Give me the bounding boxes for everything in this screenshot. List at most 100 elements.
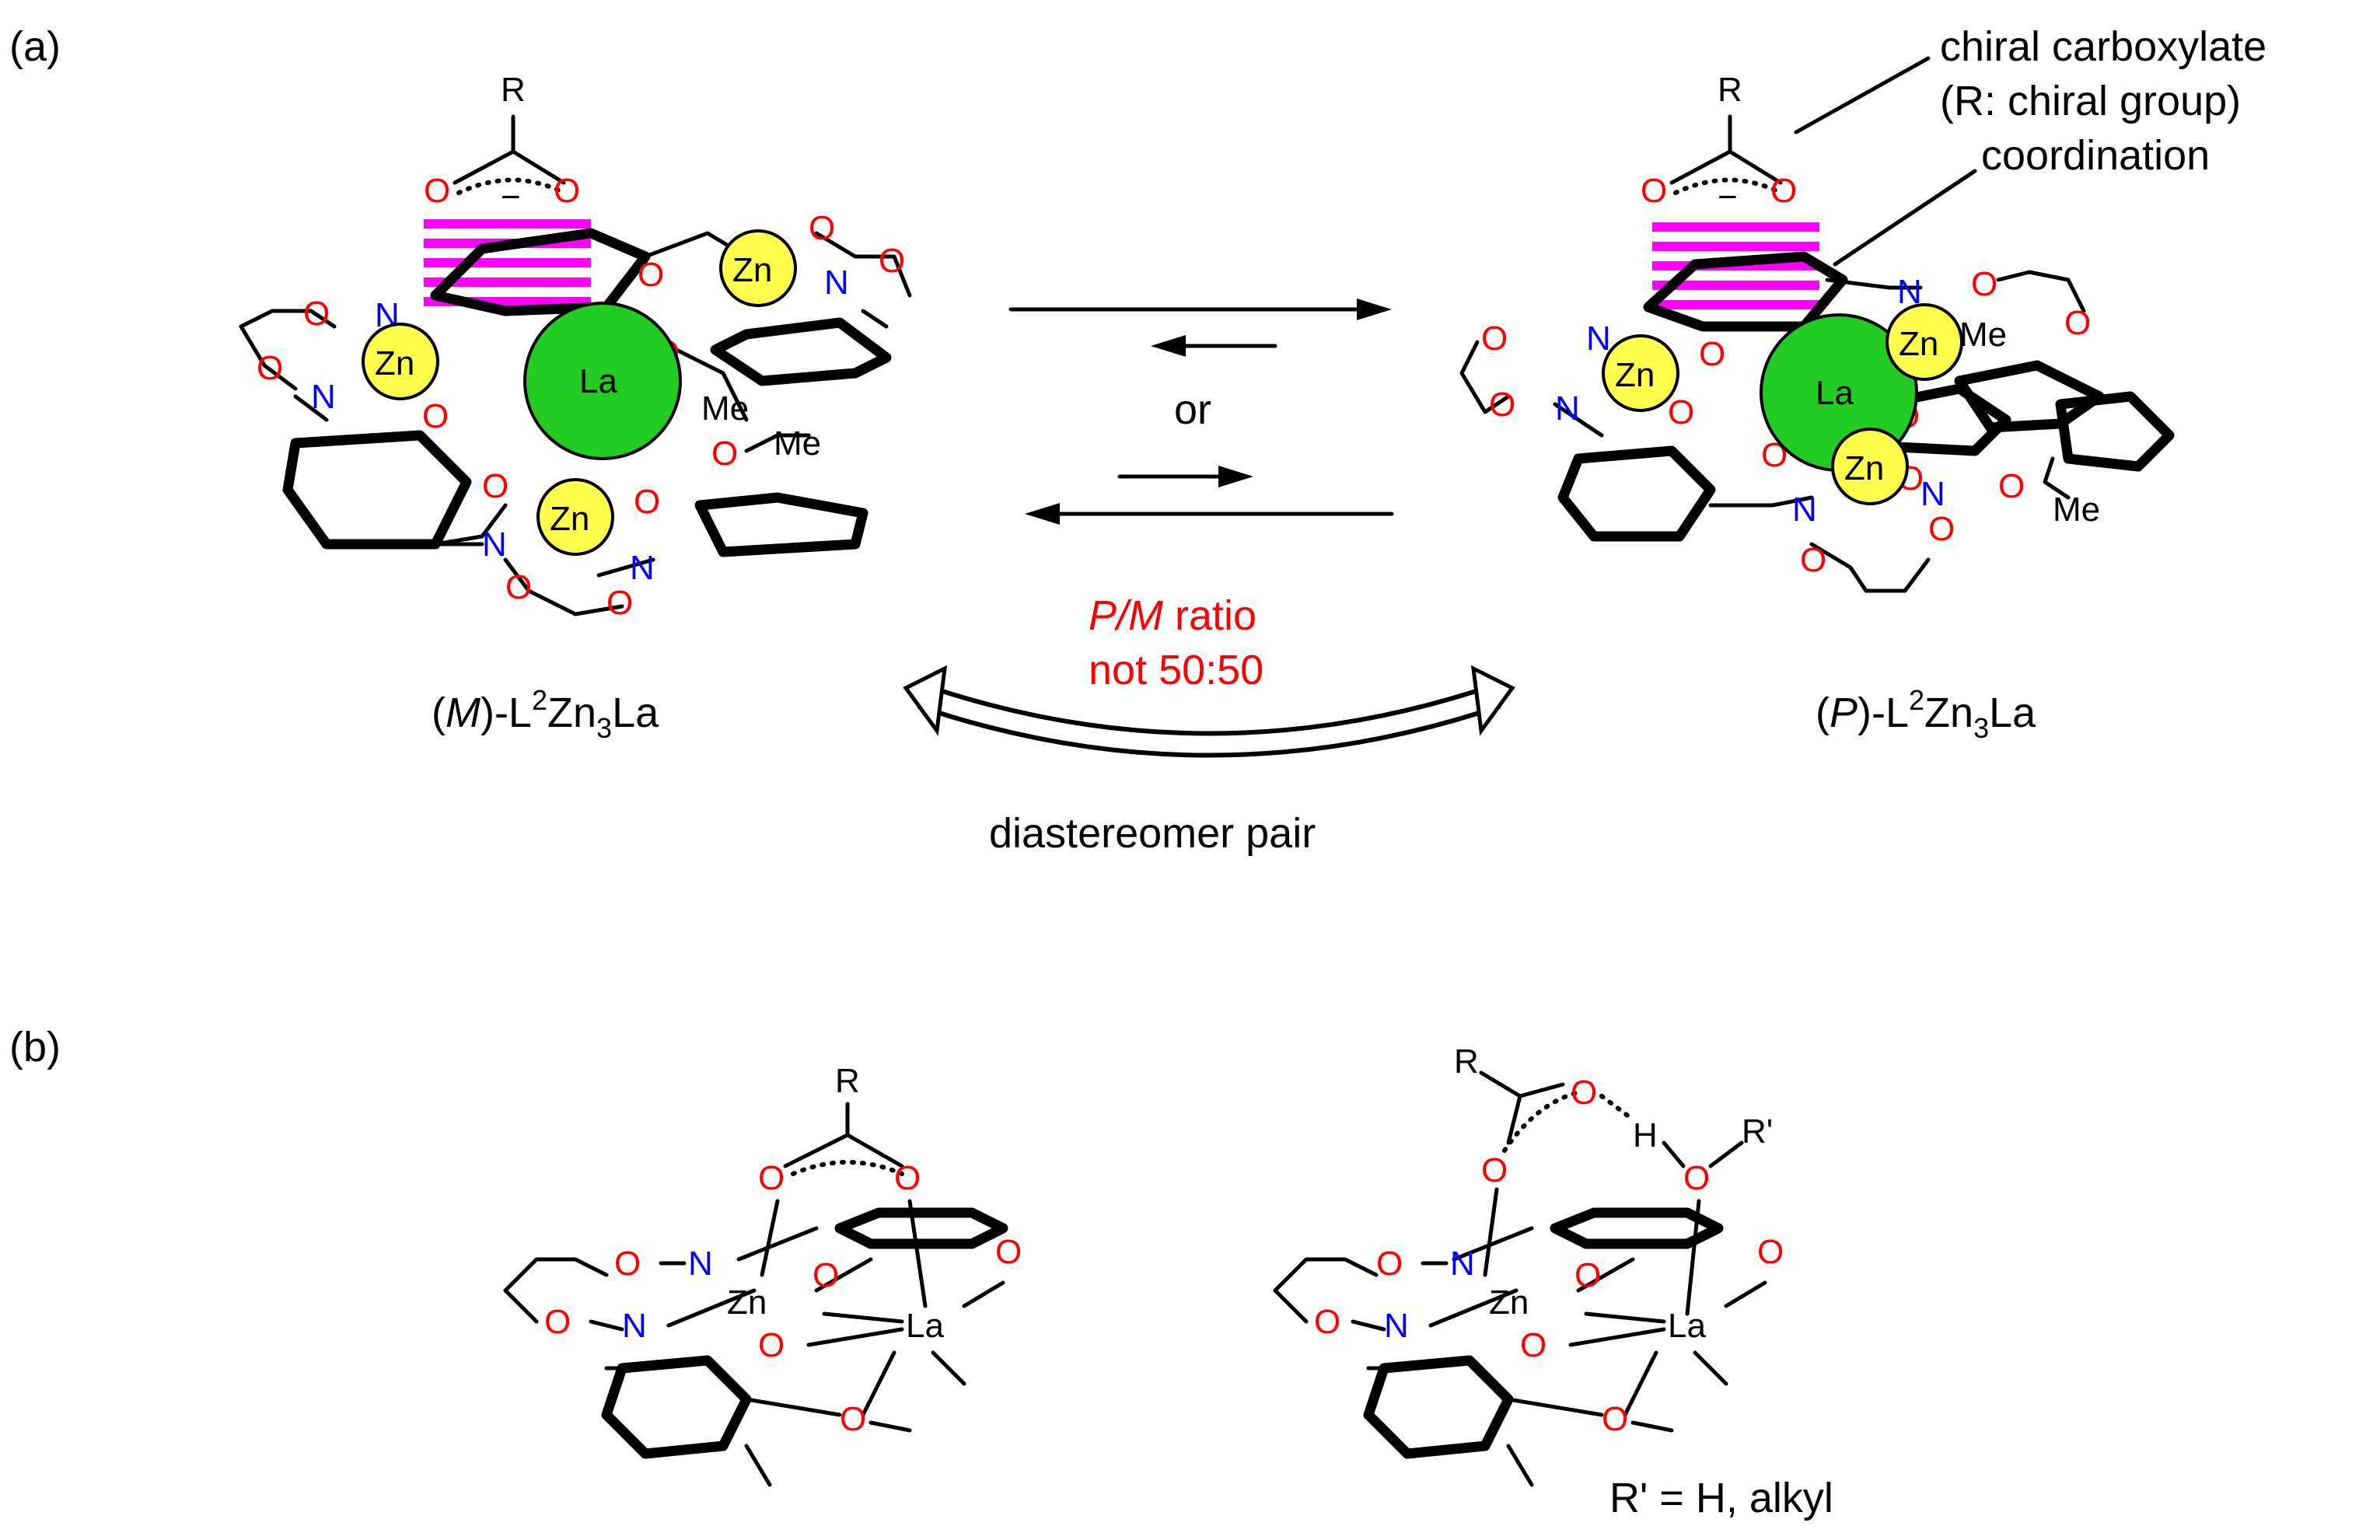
nitrogen-label: N (630, 549, 655, 587)
oxygen-label: O (1314, 1303, 1340, 1341)
carboxylate-bond (1669, 149, 1732, 185)
nitrogen-label: N (1555, 389, 1580, 428)
coordination-bond (1693, 1350, 1728, 1386)
oxygen-label: O (614, 1245, 641, 1283)
lanthanum-atom (523, 302, 682, 460)
arrow-head (1025, 503, 1060, 525)
right-complex-name: (P)-L2Zn3La (1816, 684, 2036, 744)
imine-bond (1708, 495, 1814, 508)
right-aromatic-ring-2 (2055, 391, 2175, 472)
ether-chain (503, 1257, 609, 1293)
methoxy-bond (674, 347, 749, 422)
methyl-label: Me (1959, 316, 2007, 354)
oxygen-label: O (995, 1233, 1022, 1271)
nitrogen-label: N (1450, 1245, 1475, 1283)
panel-label-a: (a) (9, 23, 61, 70)
truncation-mark (744, 1444, 772, 1487)
oxygen-label: O (544, 1303, 571, 1341)
zinc-label: Zn (1615, 356, 1655, 394)
carboxylate-bond (1728, 149, 1783, 185)
lower-aromatic-ring (601, 1355, 752, 1459)
ether-chain (503, 557, 624, 616)
ether-chain (1809, 542, 1931, 593)
delocalized-bond (1673, 177, 1783, 195)
left-complex-name: (M)-L2Zn3La (432, 684, 659, 744)
lanthanum-label: La (579, 362, 617, 400)
lanthanum-label: La (906, 1307, 944, 1345)
coordination-bond (1724, 1280, 1767, 1308)
oxygen-label: O (840, 1400, 866, 1438)
coordination-bond (1584, 1311, 1666, 1324)
minus-sign: − (501, 178, 521, 216)
ether-chain (1996, 270, 2086, 313)
ratio-value: not 50:50 (1089, 647, 1263, 693)
oxygen-label: O (1602, 1400, 1628, 1438)
oxygen-label: O (711, 435, 738, 473)
oxygen-label: O (1481, 320, 1508, 358)
upper-aromatic-ring (834, 1207, 1008, 1249)
oxygen-label: O (1800, 541, 1826, 579)
oxygen-label: O (2064, 304, 2091, 342)
nitrogen-label: N (1792, 491, 1817, 529)
oxygen-label: O (257, 349, 283, 387)
truncation-mark (1506, 1444, 1534, 1487)
zinc-atom (1602, 334, 1679, 412)
zinc-label: Zn (550, 500, 589, 538)
o-r-bond (1708, 1140, 1744, 1168)
oxygen-label: O (424, 172, 450, 210)
coordination-bond (1428, 1288, 1519, 1328)
hydrogen-bond (1599, 1094, 1635, 1122)
diastereomer-pair-label: diastereomer pair (989, 810, 1316, 857)
right-aromatic-ring (1954, 360, 2105, 433)
lower-aromatic-ring (1557, 445, 1716, 542)
right-complex-structure: R O O − O N O N O O N O O Me O (1459, 71, 2175, 593)
ratio-label: P/M ratio (1089, 592, 1256, 639)
zinc-atom (719, 229, 797, 307)
oxygen-label: O (606, 584, 633, 622)
phenoxide-bond (744, 1397, 842, 1417)
oxygen-label: O (422, 397, 449, 435)
zinc-label: Zn (1489, 1283, 1529, 1322)
r-group-label: R (835, 1062, 860, 1100)
ether-chain (1273, 1288, 1309, 1324)
chiral-group-label: (R: chiral group) (1940, 78, 2241, 124)
r-prime-definition: R' = H, alkyl (1609, 1475, 1833, 1521)
oxygen-label: O (1376, 1245, 1403, 1283)
coordination-bond (1576, 1257, 1635, 1293)
oxygen-label: O (758, 1326, 785, 1364)
zinc-label: Zn (727, 1283, 767, 1322)
ether-chain (239, 309, 337, 329)
nitrogen-label: N (622, 1307, 647, 1345)
zinc-atom (1831, 428, 1909, 505)
methyl-label: Me (774, 424, 821, 463)
right-aromatic-ring (710, 317, 892, 386)
zinc-atom (362, 323, 439, 400)
panel-b-left-structure: R O O O N O N Zn O O La O O (503, 1062, 1022, 1487)
oxygen-label: O (1998, 467, 2025, 505)
lower-aromatic-ring (1363, 1355, 1514, 1459)
r-group-label: R (1718, 71, 1742, 109)
oxygen-label: O (505, 568, 532, 606)
imine-bond (1452, 1226, 1534, 1262)
methyl-label: Me (2053, 491, 2100, 529)
lanthanum-label: La (1816, 374, 1854, 412)
methoxy-bond (744, 433, 811, 453)
oxygen-label: O (1481, 1151, 1508, 1189)
oxygen-label: O (1489, 386, 1515, 424)
carboxylate-bond (783, 1133, 850, 1168)
coordination-bond (861, 1350, 896, 1417)
imine-bond (1825, 278, 1923, 290)
oxygen-label: O (554, 172, 580, 210)
nitrogen-label: N (1586, 320, 1611, 358)
oxygen-label: O (1699, 335, 1725, 373)
delocalized-bond (1502, 1090, 1581, 1153)
ether-chain (814, 231, 912, 298)
ether-chain (239, 324, 298, 391)
ether-chain (503, 1288, 539, 1324)
annotation-leader-line (1794, 56, 1931, 134)
lanthanum-label: La (1668, 1307, 1706, 1345)
methoxy-bond (2043, 456, 2071, 500)
minus-sign: − (1718, 178, 1738, 216)
chiral-carboxylate-label: chiral carboxylate (1940, 23, 2266, 70)
oxygen-label: O (813, 1256, 839, 1294)
